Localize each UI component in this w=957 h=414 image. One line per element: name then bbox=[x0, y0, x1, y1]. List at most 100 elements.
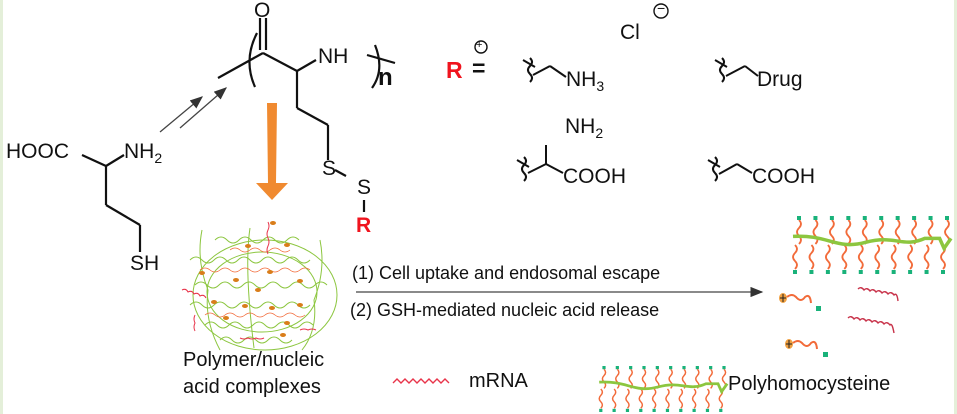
end-group bbox=[625, 408, 630, 412]
nh2-subscript: 2 bbox=[154, 150, 163, 166]
polymer-r-group: R bbox=[356, 214, 372, 237]
polymer-nh: NH bbox=[318, 45, 349, 68]
end-group bbox=[642, 366, 646, 370]
end-group bbox=[875, 270, 880, 274]
end-group bbox=[705, 408, 710, 412]
minus-charge-circle bbox=[653, 3, 669, 19]
side-chain bbox=[874, 244, 881, 270]
side-chain bbox=[651, 388, 657, 409]
side-chain bbox=[812, 219, 819, 245]
step-2-label: (2) GSH-mediated nucleic acid release bbox=[350, 300, 660, 320]
r-definition-label: R bbox=[446, 57, 463, 83]
r-equals: = bbox=[472, 55, 486, 81]
legend-polyhomocysteine-label: Polyhomocysteine bbox=[728, 373, 891, 395]
legend-mrna-label: mRNA bbox=[469, 370, 528, 392]
nh2-text: NH bbox=[565, 115, 596, 138]
end-group bbox=[945, 216, 949, 220]
end-group bbox=[639, 408, 643, 412]
polymer-bonds bbox=[217, 18, 396, 212]
end-group bbox=[825, 270, 830, 274]
end-group bbox=[615, 366, 619, 370]
polymer-backbone bbox=[792, 234, 953, 252]
released-mrna bbox=[847, 287, 899, 334]
side-chain bbox=[841, 244, 848, 270]
side-chain bbox=[708, 368, 713, 389]
end-group bbox=[665, 408, 670, 412]
polyhomocysteine-product bbox=[792, 216, 953, 274]
end-group bbox=[655, 366, 659, 370]
side-chain bbox=[598, 388, 604, 409]
ammonium-group: NH3 bbox=[566, 69, 604, 93]
end-group bbox=[912, 216, 917, 220]
end-group bbox=[709, 366, 713, 370]
end-group bbox=[695, 366, 699, 370]
side-chain bbox=[691, 388, 697, 409]
right-border bbox=[954, 0, 957, 414]
nh2-text: NH bbox=[124, 140, 155, 163]
end-group bbox=[941, 270, 945, 274]
end-group bbox=[599, 408, 603, 412]
end-group bbox=[862, 216, 867, 220]
end-group bbox=[669, 366, 673, 370]
side-chain bbox=[615, 368, 620, 389]
side-chain bbox=[808, 244, 815, 270]
side-chain bbox=[705, 388, 710, 409]
nh2-subscript: 2 bbox=[595, 125, 604, 141]
end-group bbox=[629, 366, 633, 370]
cysteine-cooh: COOH bbox=[563, 165, 626, 188]
end-group bbox=[842, 270, 847, 274]
end-group bbox=[924, 270, 929, 274]
sulfur-1: S bbox=[322, 157, 337, 180]
side-chain bbox=[927, 219, 934, 245]
complex-label-line2: acid complexes bbox=[183, 376, 321, 398]
side-chain bbox=[611, 388, 617, 409]
r-group-bonds bbox=[516, 57, 759, 182]
chloride-ion: Cl bbox=[620, 21, 640, 44]
end-group bbox=[809, 270, 814, 274]
end-group bbox=[928, 216, 933, 220]
side-chain bbox=[857, 244, 864, 270]
end-group bbox=[612, 408, 616, 412]
side-chain bbox=[625, 388, 630, 409]
side-chain bbox=[845, 219, 852, 245]
legend-mrna-swatch bbox=[392, 378, 450, 384]
side-chain bbox=[655, 368, 660, 389]
side-chain bbox=[890, 244, 897, 270]
nh3-text: NH bbox=[566, 68, 597, 91]
end-group bbox=[858, 270, 863, 274]
repeat-unit-n: n bbox=[378, 64, 393, 91]
end-group bbox=[679, 408, 683, 412]
nh3-subscript: 3 bbox=[596, 78, 605, 94]
end-group bbox=[908, 270, 913, 274]
end-group bbox=[846, 216, 851, 220]
side-chain bbox=[792, 244, 798, 270]
minus-charge: − bbox=[657, 0, 666, 16]
monomer-sh: SH bbox=[130, 252, 160, 275]
end-group bbox=[879, 216, 884, 220]
drug-label: Drug bbox=[757, 68, 803, 91]
side-chain bbox=[601, 368, 607, 389]
plus-charge-circle bbox=[474, 40, 488, 54]
side-chain bbox=[907, 244, 914, 270]
side-chain bbox=[923, 244, 930, 270]
end-group bbox=[602, 366, 606, 370]
side-chain bbox=[641, 368, 647, 389]
released-fragments bbox=[779, 293, 828, 357]
propionic-cooh: COOH bbox=[752, 165, 815, 188]
end-group bbox=[652, 408, 656, 412]
plus-charge: + bbox=[476, 39, 483, 51]
side-chain bbox=[861, 219, 868, 245]
end-group bbox=[797, 216, 801, 220]
end-group bbox=[719, 408, 723, 412]
end-group bbox=[682, 366, 686, 370]
end-group bbox=[895, 216, 900, 220]
end-group bbox=[891, 270, 896, 274]
left-border bbox=[0, 0, 3, 414]
polymer-backbone bbox=[599, 380, 729, 395]
end-group bbox=[722, 366, 726, 370]
side-chain bbox=[628, 368, 633, 389]
end-group bbox=[793, 270, 797, 274]
end-group bbox=[813, 216, 818, 220]
